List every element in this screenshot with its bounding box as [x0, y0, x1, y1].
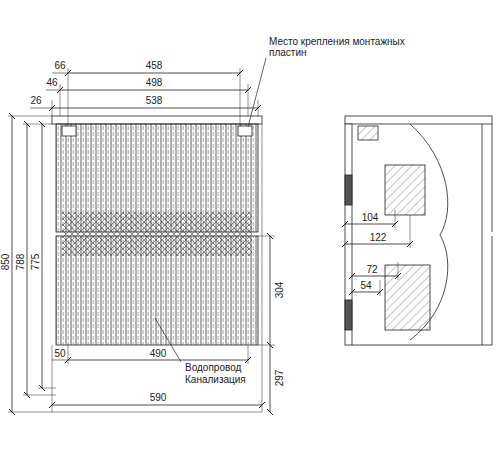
callout-note: Место крепления монтажных пластин [268, 36, 420, 58]
dimension-label: 104 [361, 212, 380, 223]
dimension-label: Канализация [184, 374, 247, 385]
dimension-label: 490 [149, 348, 168, 359]
dimension-label: 122 [369, 232, 388, 243]
dimension-label: 66 [53, 60, 66, 71]
dimension-label: 26 [29, 95, 42, 106]
dimension-label: 458 [145, 60, 164, 71]
dimension-label: 788 [15, 253, 26, 272]
dimension-label: 54 [359, 280, 372, 291]
dimension-label: 297 [274, 369, 285, 388]
dimension-label: Водопровод [184, 362, 242, 373]
dimension-label: 590 [149, 392, 168, 403]
dimension-label: 46 [45, 77, 58, 88]
dimension-label: 538 [145, 95, 164, 106]
dimension-label: 850 [0, 253, 11, 272]
dimension-label: 498 [145, 77, 164, 88]
dimension-label: 304 [274, 281, 285, 300]
dimension-label: 775 [30, 253, 41, 272]
dimension-label: 72 [365, 264, 378, 275]
dimension-label: 50 [53, 348, 66, 359]
